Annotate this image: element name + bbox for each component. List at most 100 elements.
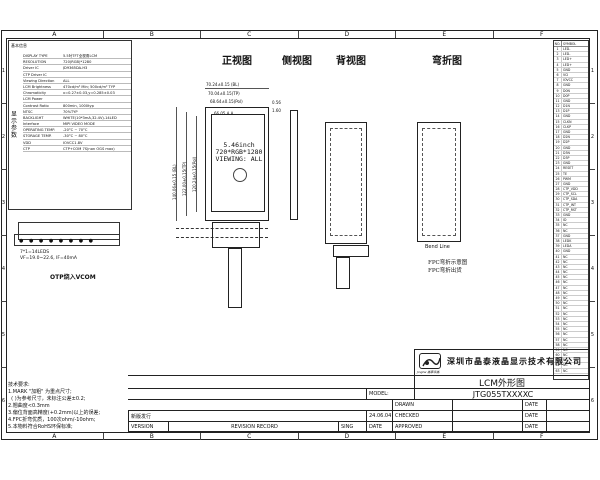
pin-symbol: NC — [563, 275, 568, 280]
pin-symbol: D1N — [563, 104, 570, 109]
pin-number: 39 — [554, 244, 562, 249]
logo-text: Jingtai 晶泰液晶 — [417, 370, 440, 374]
dim-thickness-2: 1.60 — [272, 108, 281, 113]
dim-height-pol: 120.24±0.15(Pol) — [192, 156, 197, 192]
pin-number: 56 — [554, 332, 562, 337]
pin-number: 22 — [554, 155, 562, 161]
pin-number: 27 — [554, 181, 562, 187]
spec-key: STORAGE TEMP. — [23, 134, 52, 139]
pin-symbol: GND — [563, 161, 571, 166]
pin-number: 46 — [554, 280, 562, 285]
column-markers-bottom: A B C D E F — [6, 433, 590, 440]
pin-number: 51 — [554, 306, 562, 311]
otp-vcom-text: OTP烧入VCOM — [50, 274, 96, 281]
column-marker: A — [6, 31, 104, 38]
fpc-tail — [212, 222, 260, 248]
revision-date: 24.06.04 — [366, 411, 392, 421]
pin-symbol: GND — [563, 213, 571, 217]
drawn-label: DRAWN — [392, 400, 452, 410]
spec-value: WHITE(10*3mA,32.4V)-14LED — [63, 115, 117, 120]
fpc-bend-note: FPC弯折示意图 — [428, 260, 468, 266]
pin-number: 52 — [554, 311, 562, 316]
led-dots: ● ● ● ● ● ● ● ● — [19, 238, 96, 244]
spec-key: LCM Power — [23, 97, 43, 102]
pin-number: 44 — [554, 270, 562, 275]
pin-symbol: NC — [563, 270, 568, 275]
model-number: JTG055TXXXXC — [414, 389, 590, 399]
pin-number: 48 — [554, 290, 562, 295]
row-marker: 2 — [1, 104, 6, 170]
dim-thickness-1: 0.56 — [272, 100, 281, 105]
company-box: Jingtai 晶泰液晶 深圳市晶泰液晶显示技术有限公司 — [414, 349, 590, 375]
pin-symbol: LEDK — [563, 238, 572, 243]
spec-key: Contrast Ratio — [23, 103, 49, 108]
pin-symbol: CTP_SCL — [563, 192, 577, 197]
pin-symbol: NC — [563, 306, 568, 311]
spec-row: STORAGE TEMP.-30°C ~ 80°C — [23, 133, 131, 140]
column-marker: F — [540, 433, 544, 440]
dimension-vline — [176, 107, 177, 221]
pin-symbol: D3P — [563, 155, 570, 160]
pin-number: 57 — [554, 337, 562, 342]
pin-symbol: NC — [563, 259, 568, 264]
pin-number: 37 — [554, 233, 562, 238]
pin-number: 29 — [554, 192, 562, 197]
pin-symbol: CTP_SDA — [563, 197, 578, 202]
spec-value — [63, 72, 131, 77]
led-count-text: 7*1=14LEDS — [20, 250, 50, 255]
column-marker: C — [201, 433, 299, 440]
bend-line-label: Bend Line — [425, 244, 450, 250]
pin-number: 16 — [554, 124, 562, 129]
row-marker: 4 — [1, 236, 6, 302]
back-view-fpc — [336, 257, 350, 289]
spec-row: OPERATING TEMP.-20°C ~ 70°C — [23, 127, 131, 134]
pin-symbol: NC — [563, 368, 568, 373]
pin-no-header: NO. — [554, 41, 562, 46]
pin-symbol: GND — [563, 181, 571, 186]
pin-symbol: LED- — [563, 47, 571, 51]
spec-key: Chromaticity — [23, 91, 47, 96]
pin-number: 50 — [554, 301, 562, 306]
pin-number: 28 — [554, 187, 562, 192]
front-viewing-text: VIEWING: ALL — [215, 155, 263, 163]
dim-width-pol: 68.64±0.15(Pol) — [210, 99, 243, 104]
pin-number: 63 — [554, 368, 562, 373]
row-marker: 1 — [590, 38, 595, 104]
pin-number: 19 — [554, 140, 562, 145]
spec-side-label: 显示参数 — [11, 111, 18, 139]
drawn-date-value — [546, 400, 590, 410]
pin-number: 14 — [554, 114, 562, 119]
model-label: MODEL: — [366, 389, 414, 399]
back-view-fpc-tab — [333, 245, 369, 257]
pin-number: 11 — [554, 98, 562, 104]
pin-symbol: GND — [563, 233, 571, 238]
pin-symbol: GND — [563, 83, 571, 88]
pin-number: 43 — [554, 264, 562, 270]
pin-symbol: PWM — [563, 176, 571, 181]
pin-number: 15 — [554, 119, 562, 124]
note-item: 5.本物料符合RoHS环保标准; — [8, 424, 73, 430]
note-item: ( )为参考尺寸，未标注公差±0.2; — [8, 396, 86, 402]
pin-symbol: D3N — [563, 150, 570, 155]
row-markers-left: 1 2 3 4 5 6 — [1, 38, 6, 433]
spec-key: RESOLUTION — [23, 60, 47, 65]
